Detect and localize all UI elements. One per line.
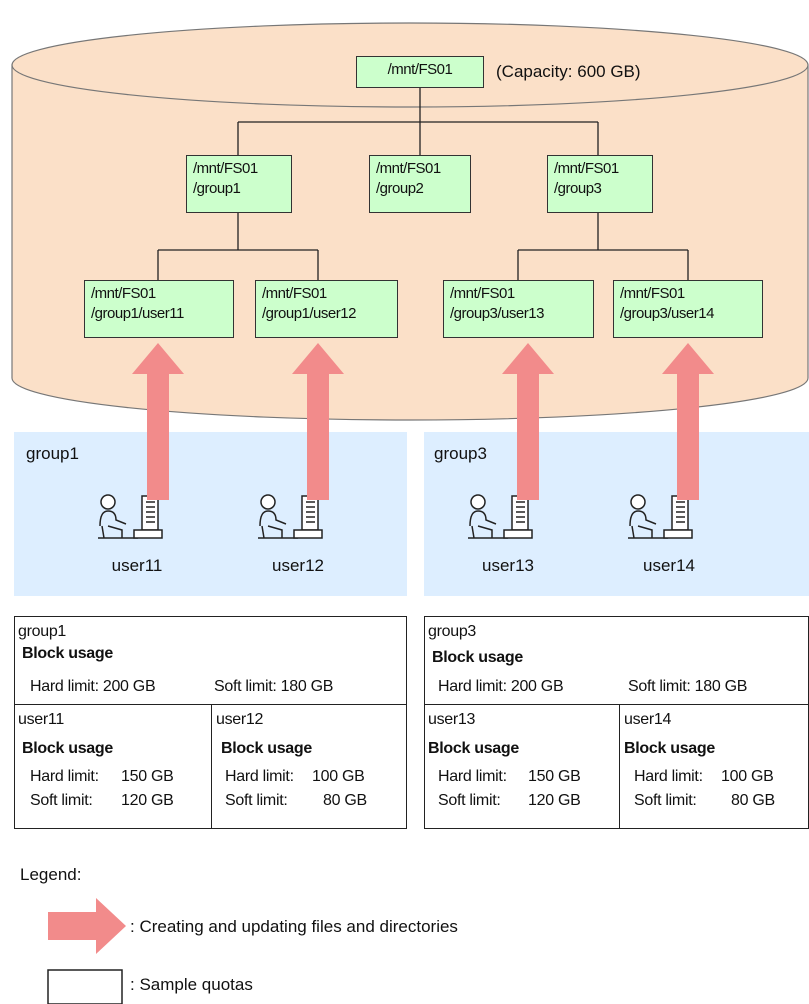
user11-hard-value: 150 GB bbox=[121, 768, 174, 785]
group3-block-usage: Block usage bbox=[432, 649, 523, 666]
user12-hard-value: 100 GB bbox=[312, 768, 365, 785]
group1-dir-node: /mnt/FS01 /group1 bbox=[186, 155, 292, 213]
user13-hard-value: 150 GB bbox=[528, 768, 581, 785]
user13-hard-label: Hard limit: bbox=[438, 768, 507, 785]
group3-soft-limit: Soft limit: 180 GB bbox=[628, 678, 748, 695]
user12-dir-node: /mnt/FS01 /group1/user12 bbox=[255, 280, 398, 338]
user14-arrow-icon bbox=[662, 343, 714, 500]
user14-hard-label: Hard limit: bbox=[634, 768, 703, 785]
user13-arrow-icon bbox=[502, 343, 554, 500]
tree-connectors bbox=[157, 88, 689, 280]
fs-root-node: /mnt/FS01 bbox=[356, 56, 484, 88]
user12-hard-label: Hard limit: bbox=[225, 768, 294, 785]
group3-hard-limit: Hard limit: 200 GB bbox=[438, 678, 564, 695]
user11-soft-value: 120 GB bbox=[121, 792, 174, 809]
node-line: /mnt/FS01 bbox=[91, 285, 156, 302]
user13-block-usage: Block usage bbox=[428, 740, 519, 757]
user12-quota-box bbox=[211, 704, 407, 829]
user11-soft-label: Soft limit: bbox=[30, 792, 93, 809]
user14-quota-title: user14 bbox=[624, 711, 672, 728]
node-line: /group2 bbox=[376, 180, 424, 197]
legend-title: Legend: bbox=[20, 865, 82, 884]
user12-user-at-computer-icon bbox=[258, 494, 323, 539]
group3-area bbox=[424, 432, 809, 596]
user11-block-usage: Block usage bbox=[22, 740, 113, 757]
capacity-label: (Capacity: 600 GB) bbox=[496, 62, 641, 81]
node-line: /mnt/FS01 bbox=[376, 160, 441, 177]
node-line: /group1 bbox=[193, 180, 241, 197]
user11-user-at-computer-icon bbox=[98, 494, 163, 539]
legend-box-text: : Sample quotas bbox=[130, 975, 253, 994]
user14-block-usage: Block usage bbox=[624, 740, 715, 757]
user11-hard-label: Hard limit: bbox=[30, 768, 99, 785]
user14-quota-box bbox=[619, 704, 809, 829]
user14-soft-value: 80 GB bbox=[731, 792, 775, 809]
group1-area bbox=[14, 432, 407, 596]
legend-quota-box-icon bbox=[47, 969, 123, 1004]
user13-quota-box bbox=[424, 704, 620, 829]
legend-arrow-text: : Creating and updating files and direct… bbox=[130, 917, 458, 936]
user12-block-usage: Block usage bbox=[221, 740, 312, 757]
user13-soft-value: 120 GB bbox=[528, 792, 581, 809]
user11-quota-box bbox=[14, 704, 212, 829]
user14-soft-label: Soft limit: bbox=[634, 792, 697, 809]
node-line: /mnt/FS01 bbox=[620, 285, 685, 302]
fs-root-label: /mnt/FS01 bbox=[387, 61, 453, 78]
user12-soft-label: Soft limit: bbox=[225, 792, 288, 809]
user12-label: user12 bbox=[272, 556, 324, 575]
user13-dir-node: /mnt/FS01 /group3/user13 bbox=[443, 280, 594, 338]
group2-dir-node: /mnt/FS01 /group2 bbox=[369, 155, 471, 213]
group1-block-usage: Block usage bbox=[22, 645, 113, 662]
user14-hard-value: 100 GB bbox=[721, 768, 774, 785]
user12-soft-value: 80 GB bbox=[323, 792, 367, 809]
user11-label: user11 bbox=[111, 556, 163, 575]
user14-dir-node: /mnt/FS01 /group3/user14 bbox=[613, 280, 763, 338]
user13-soft-label: Soft limit: bbox=[438, 792, 501, 809]
node-line: /group1/user11 bbox=[91, 305, 184, 322]
node-line: /group3/user13 bbox=[450, 305, 544, 322]
group3-area-label: group3 bbox=[434, 444, 487, 463]
user13-user-at-computer-icon bbox=[468, 494, 533, 539]
user11-quota-title: user11 bbox=[18, 711, 64, 728]
group3-dir-node: /mnt/FS01 /group3 bbox=[547, 155, 653, 213]
group1-area-label: group1 bbox=[26, 444, 79, 463]
user12-arrow-icon bbox=[292, 343, 344, 500]
group1-hard-limit: Hard limit: 200 GB bbox=[30, 678, 156, 695]
user12-quota-title: user12 bbox=[216, 711, 264, 728]
user13-label: user13 bbox=[482, 556, 534, 575]
user14-label: user14 bbox=[643, 556, 695, 575]
user13-quota-title: user13 bbox=[428, 711, 476, 728]
user11-arrow-icon bbox=[132, 343, 184, 500]
legend-arrow-icon bbox=[48, 898, 126, 954]
group3-quota-title: group3 bbox=[428, 623, 477, 640]
group1-soft-limit: Soft limit: 180 GB bbox=[214, 678, 334, 695]
node-line: /mnt/FS01 bbox=[554, 160, 619, 177]
node-line: /mnt/FS01 bbox=[193, 160, 258, 177]
group1-quota-title: group1 bbox=[18, 623, 67, 640]
node-line: /group3/user14 bbox=[620, 305, 714, 322]
user11-dir-node: /mnt/FS01 /group1/user11 bbox=[84, 280, 234, 338]
node-line: /mnt/FS01 bbox=[450, 285, 515, 302]
node-line: /group3 bbox=[554, 180, 602, 197]
node-line: /group1/user12 bbox=[262, 305, 356, 322]
node-line: /mnt/FS01 bbox=[262, 285, 327, 302]
